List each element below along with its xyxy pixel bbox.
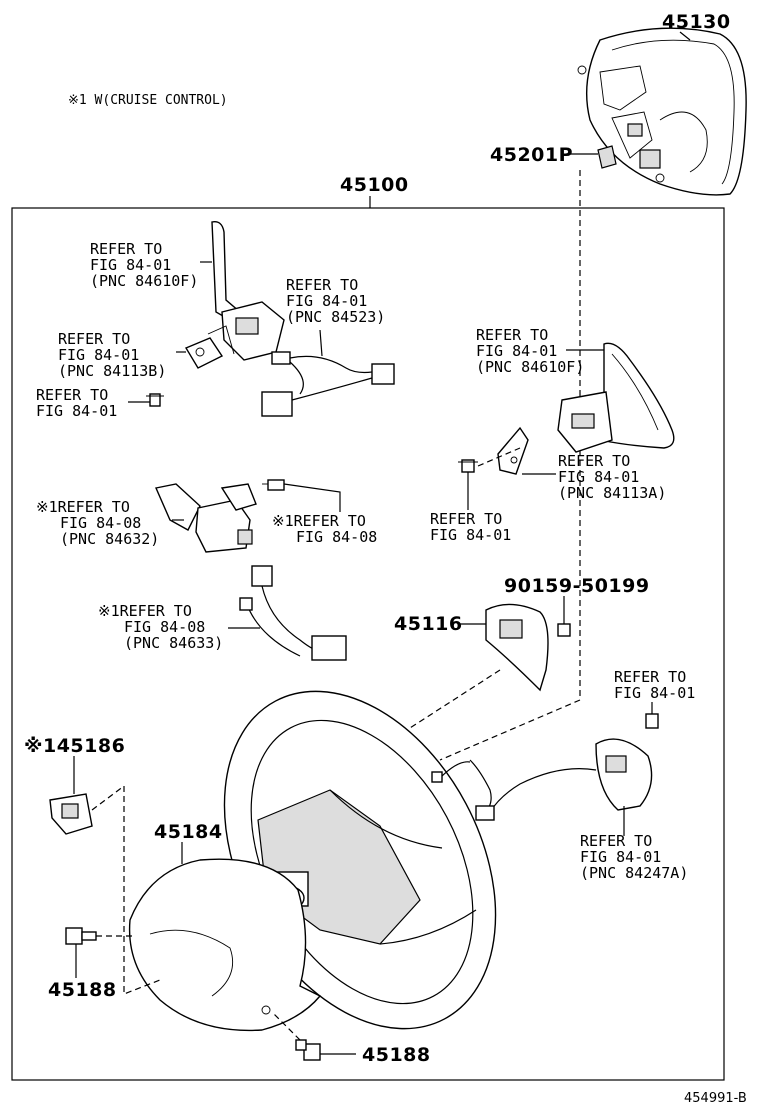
ref-line: FIG 84-01 [90, 256, 171, 274]
ref-84610f-right: REFER TO FIG 84-01 (PNC 84610F) [476, 326, 584, 376]
screw-84-08 [262, 479, 285, 491]
dashed-axis-right-b [439, 699, 581, 761]
ref-line: FIG 84-01 [58, 346, 139, 364]
dashed-screw-right [477, 447, 521, 467]
ref-line: (PNC 84113A) [558, 484, 666, 502]
clip-45186 [49, 793, 93, 835]
ref-line: FIG 84-01 [286, 292, 367, 310]
part-45201p-label: 45201P [490, 144, 573, 166]
ref-line: REFER TO [580, 832, 652, 850]
ref-line: REFER TO [58, 330, 130, 348]
assembly-frame [11, 207, 725, 1081]
ref-line: REFER TO [286, 276, 358, 294]
ref-line: FIG 84-08 [60, 514, 141, 532]
ref-line: REFER TO [430, 510, 502, 528]
dashed-45188-bottom [271, 1011, 301, 1041]
screw-small-left [146, 393, 164, 407]
ref-line: FIG 84-01 [558, 468, 639, 486]
cruise-switch-84632 [155, 483, 257, 553]
cover-45116 [485, 603, 549, 692]
ref-line: FIG 84-01 [614, 684, 695, 702]
part-45100-label: 45100 [340, 174, 409, 196]
leader-r9 [283, 483, 341, 512]
clip-45201p [597, 145, 617, 169]
ref-84-01-screw-right: REFER TO FIG 84-01 [430, 510, 511, 544]
ref-line: ※1REFER TO [272, 512, 366, 530]
ref-84113b: REFER TO FIG 84-01 (PNC 84113B) [58, 330, 166, 380]
drawing-code: 454991-B [684, 1091, 747, 1106]
ref-84247a: REFER TO FIG 84-01 (PNC 84247A) [580, 832, 688, 882]
ref-84-01-screw-lower-right: REFER TO FIG 84-01 [614, 668, 695, 702]
dashed-45116 [381, 669, 501, 747]
part-45188-bottom-label: 45188 [362, 1044, 431, 1066]
cruise-control-note: ※1 W(CRUISE CONTROL) [68, 93, 228, 108]
bolt-45188-left [65, 927, 97, 945]
ref-line: FIG 84-08 [124, 618, 205, 636]
ref-84-01-screw-left: REFER TO FIG 84-01 [36, 386, 117, 420]
ref-84633: ※1REFER TO FIG 84-08 (PNC 84633) [98, 602, 223, 652]
right-lower-switch-84247a [431, 738, 653, 821]
part-45188-left-label: 45188 [48, 979, 117, 1001]
ref-line: FIG 84-08 [296, 528, 377, 546]
pad-45184 [128, 858, 322, 1032]
ref-84523: REFER TO FIG 84-01 (PNC 84523) [286, 276, 385, 326]
wire-harness-84523 [261, 351, 395, 417]
ref-84610f-left: REFER TO FIG 84-01 (PNC 84610F) [90, 240, 198, 290]
ref-line: (PNC 84610F) [90, 272, 198, 290]
dashed-45186 [91, 784, 161, 995]
ref-line: REFER TO [614, 668, 686, 686]
ref-line: (PNC 84523) [286, 308, 385, 326]
cruise-lever-switch [184, 221, 285, 369]
wire-harness-84633 [239, 565, 347, 661]
ref-line: (PNC 84610F) [476, 358, 584, 376]
airbag-assembly-45130 [577, 27, 747, 196]
ref-line: FIG 84-01 [36, 402, 117, 420]
ref-line: ※1REFER TO [36, 498, 130, 516]
ref-line: REFER TO [36, 386, 108, 404]
part-45130-label: 45130 [662, 11, 731, 33]
ref-line: FIG 84-01 [476, 342, 557, 360]
part-45186-label: ※145186 [24, 735, 125, 757]
right-switch-84610f [557, 342, 675, 453]
bolt-45188-bottom [295, 1039, 321, 1061]
ref-line: (PNC 84113B) [58, 362, 166, 380]
leader-45130 [679, 31, 691, 41]
ref-line: REFER TO [476, 326, 548, 344]
part-90159-label: 90159-50199 [504, 575, 650, 597]
part-45184-label: 45184 [154, 821, 223, 843]
ref-84-08-screw: ※1REFER TO FIG 84-08 [272, 512, 377, 546]
ref-line: (PNC 84633) [124, 634, 223, 652]
screw-small-right [458, 459, 478, 473]
ref-84113a: REFER TO FIG 84-01 (PNC 84113A) [558, 452, 666, 502]
ref-line: REFER TO [558, 452, 630, 470]
ref-line: FIG 84-01 [430, 526, 511, 544]
ref-line: FIG 84-01 [580, 848, 661, 866]
ref-84632: ※1REFER TO FIG 84-08 (PNC 84632) [36, 498, 159, 548]
part-45116-label: 45116 [394, 613, 463, 635]
ref-line: (PNC 84632) [60, 530, 159, 548]
ref-line: (PNC 84247A) [580, 864, 688, 882]
bracket-84113a [497, 426, 529, 475]
leader-r2 [319, 329, 323, 357]
screw-84-01-right [645, 713, 659, 729]
ref-line: ※1REFER TO [98, 602, 192, 620]
ref-line: REFER TO [90, 240, 162, 258]
screw-90159 [557, 623, 571, 637]
